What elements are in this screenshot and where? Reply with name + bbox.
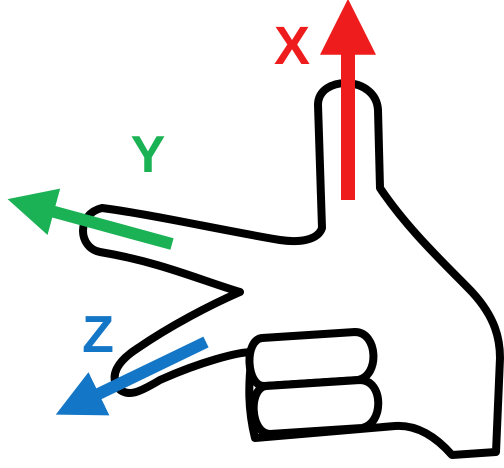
- y-axis-label: Y: [131, 126, 166, 184]
- x-axis-label: X: [274, 16, 310, 76]
- z-axis-label: Z: [82, 306, 114, 364]
- folded-finger-lower: [254, 380, 379, 434]
